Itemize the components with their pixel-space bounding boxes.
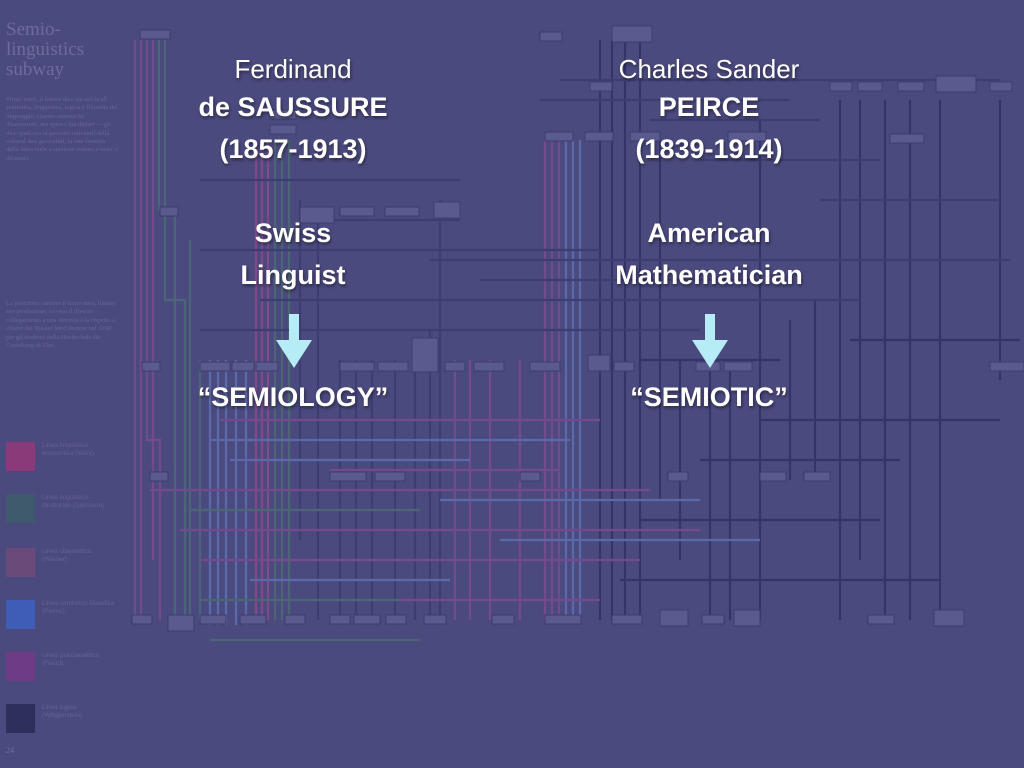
saussure-term: “SEMIOLOGY” — [197, 382, 389, 412]
legend-swatch — [6, 442, 35, 471]
legend-swatch — [6, 704, 35, 733]
peirce-dates: (1839-1914) — [635, 134, 783, 164]
saussure-profession: Linguist — [240, 260, 346, 290]
peirce-column: Charles Sander PEIRCE (1839-1914) Americ… — [559, 52, 859, 296]
map-paragraph-2: La posizione carrière il treno miss, lin… — [6, 300, 116, 350]
page-number: 24 — [6, 746, 14, 755]
legend-label: Linea linguistico-strutturale (Saussure) — [42, 494, 105, 509]
map-title: Semio- linguistics subway — [6, 19, 85, 80]
legend-label: Linea logica (Wittgenstein) — [42, 704, 83, 719]
arrow-down-icon — [692, 314, 728, 368]
peirce-surname: PEIRCE — [658, 92, 760, 122]
legend-label: Linea semiotico-filosofica (Peirce) — [42, 600, 115, 615]
legend-swatch — [6, 548, 35, 577]
legend-swatch — [6, 494, 35, 523]
peirce-term: “SEMIOTIC” — [630, 382, 788, 412]
legend-label: Linea linguistico-economica (Marx) — [42, 442, 95, 457]
legend-swatch — [6, 652, 35, 681]
legend-label: Linea cibernetica (Wiener) — [42, 548, 92, 563]
saussure-column: Ferdinand de SAUSSURE (1857-1913) Swiss … — [143, 52, 443, 296]
peirce-profession: Mathematician — [615, 260, 803, 290]
peirce-first-name: Charles Sander — [618, 54, 800, 84]
saussure-surname: de SAUSSURE — [198, 92, 388, 122]
saussure-dates: (1857-1913) — [219, 134, 367, 164]
saussure-nationality: Swiss — [254, 218, 332, 248]
peirce-nationality: American — [647, 218, 771, 248]
legend-swatch — [6, 600, 35, 629]
legend-label: Linea psicoanalitica (Freud) — [42, 652, 99, 667]
map-paragraph-1: Primo tracé, il lettore dice sia nel-la … — [6, 96, 118, 162]
saussure-first-name: Ferdinand — [234, 54, 352, 84]
arrow-down-icon — [276, 314, 312, 368]
